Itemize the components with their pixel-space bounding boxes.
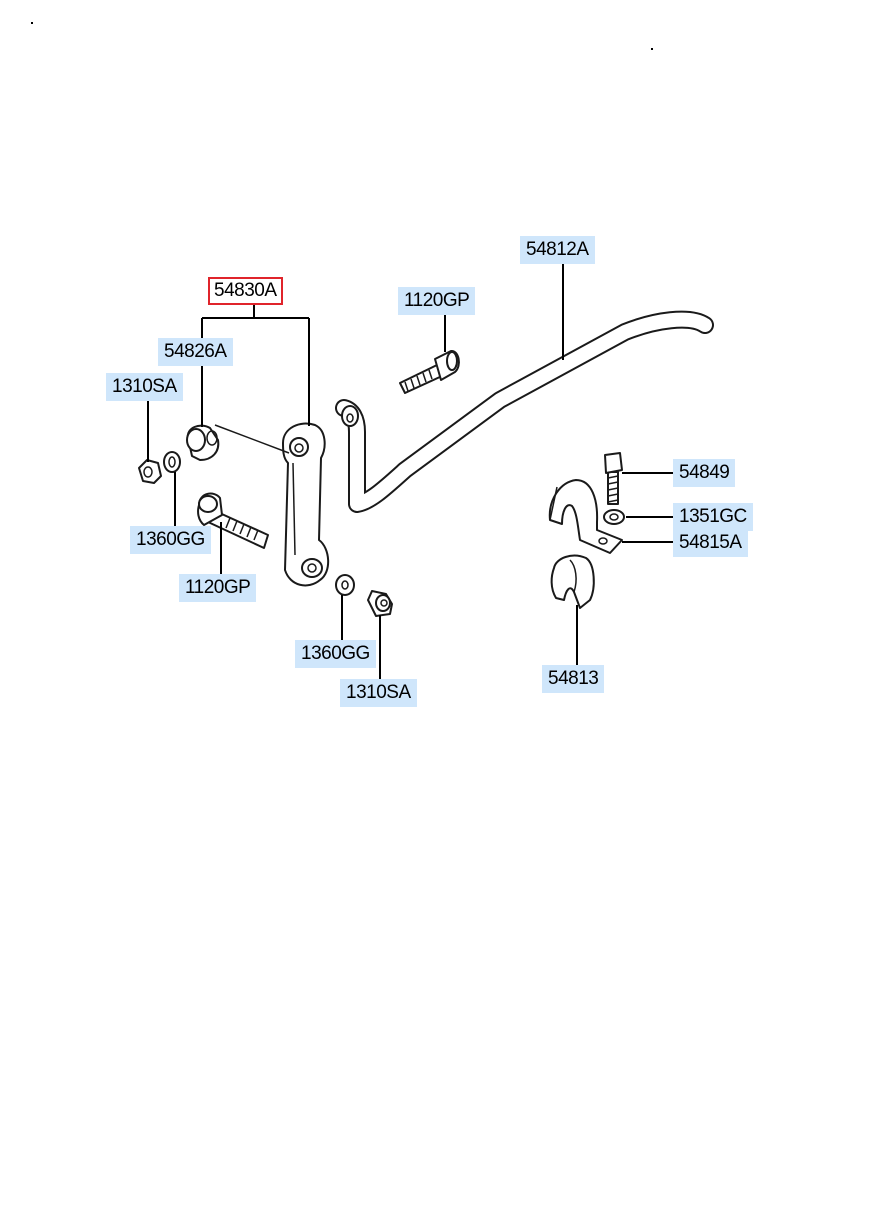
bolt-bracket[interactable]	[604, 452, 623, 505]
label-bracket[interactable]: 54815A	[673, 529, 748, 557]
speck-mark	[31, 22, 33, 24]
washer-bracket[interactable]	[603, 509, 625, 525]
label-washer-bottom[interactable]: 1360GG	[295, 640, 376, 668]
bolt-top[interactable]	[399, 350, 460, 394]
label-stabilizer-bar[interactable]: 54812A	[520, 236, 595, 264]
label-washer-left[interactable]: 1360GG	[130, 526, 211, 554]
label-bolt-top[interactable]: 1120GP	[398, 287, 476, 315]
bushing-bar[interactable]	[550, 554, 595, 609]
label-bolt-bracket[interactable]: 54849	[673, 459, 736, 487]
bushing-link[interactable]	[186, 424, 220, 461]
label-nut-bottom[interactable]: 1310SA	[340, 679, 417, 707]
label-nut-left[interactable]: 1310SA	[106, 373, 183, 401]
nut-bottom[interactable]	[367, 590, 393, 617]
stabilizer-bar[interactable]	[335, 310, 714, 513]
speck-mark	[651, 48, 653, 50]
label-bolt-left[interactable]: 1120GP	[179, 574, 257, 602]
washer-left[interactable]	[163, 451, 181, 473]
label-bushing-link[interactable]: 54826A	[158, 338, 233, 366]
bracket[interactable]	[548, 479, 623, 554]
label-link-assembly-selected[interactable]: 54830A	[208, 277, 283, 305]
label-bushing-bar[interactable]: 54813	[542, 665, 605, 693]
nut-left[interactable]	[138, 459, 162, 484]
washer-bottom[interactable]	[335, 574, 355, 596]
leader-lines	[147, 262, 673, 680]
link-rod[interactable]	[282, 422, 330, 587]
label-washer-bracket[interactable]: 1351GC	[673, 503, 753, 531]
bolt-left[interactable]	[197, 492, 269, 549]
